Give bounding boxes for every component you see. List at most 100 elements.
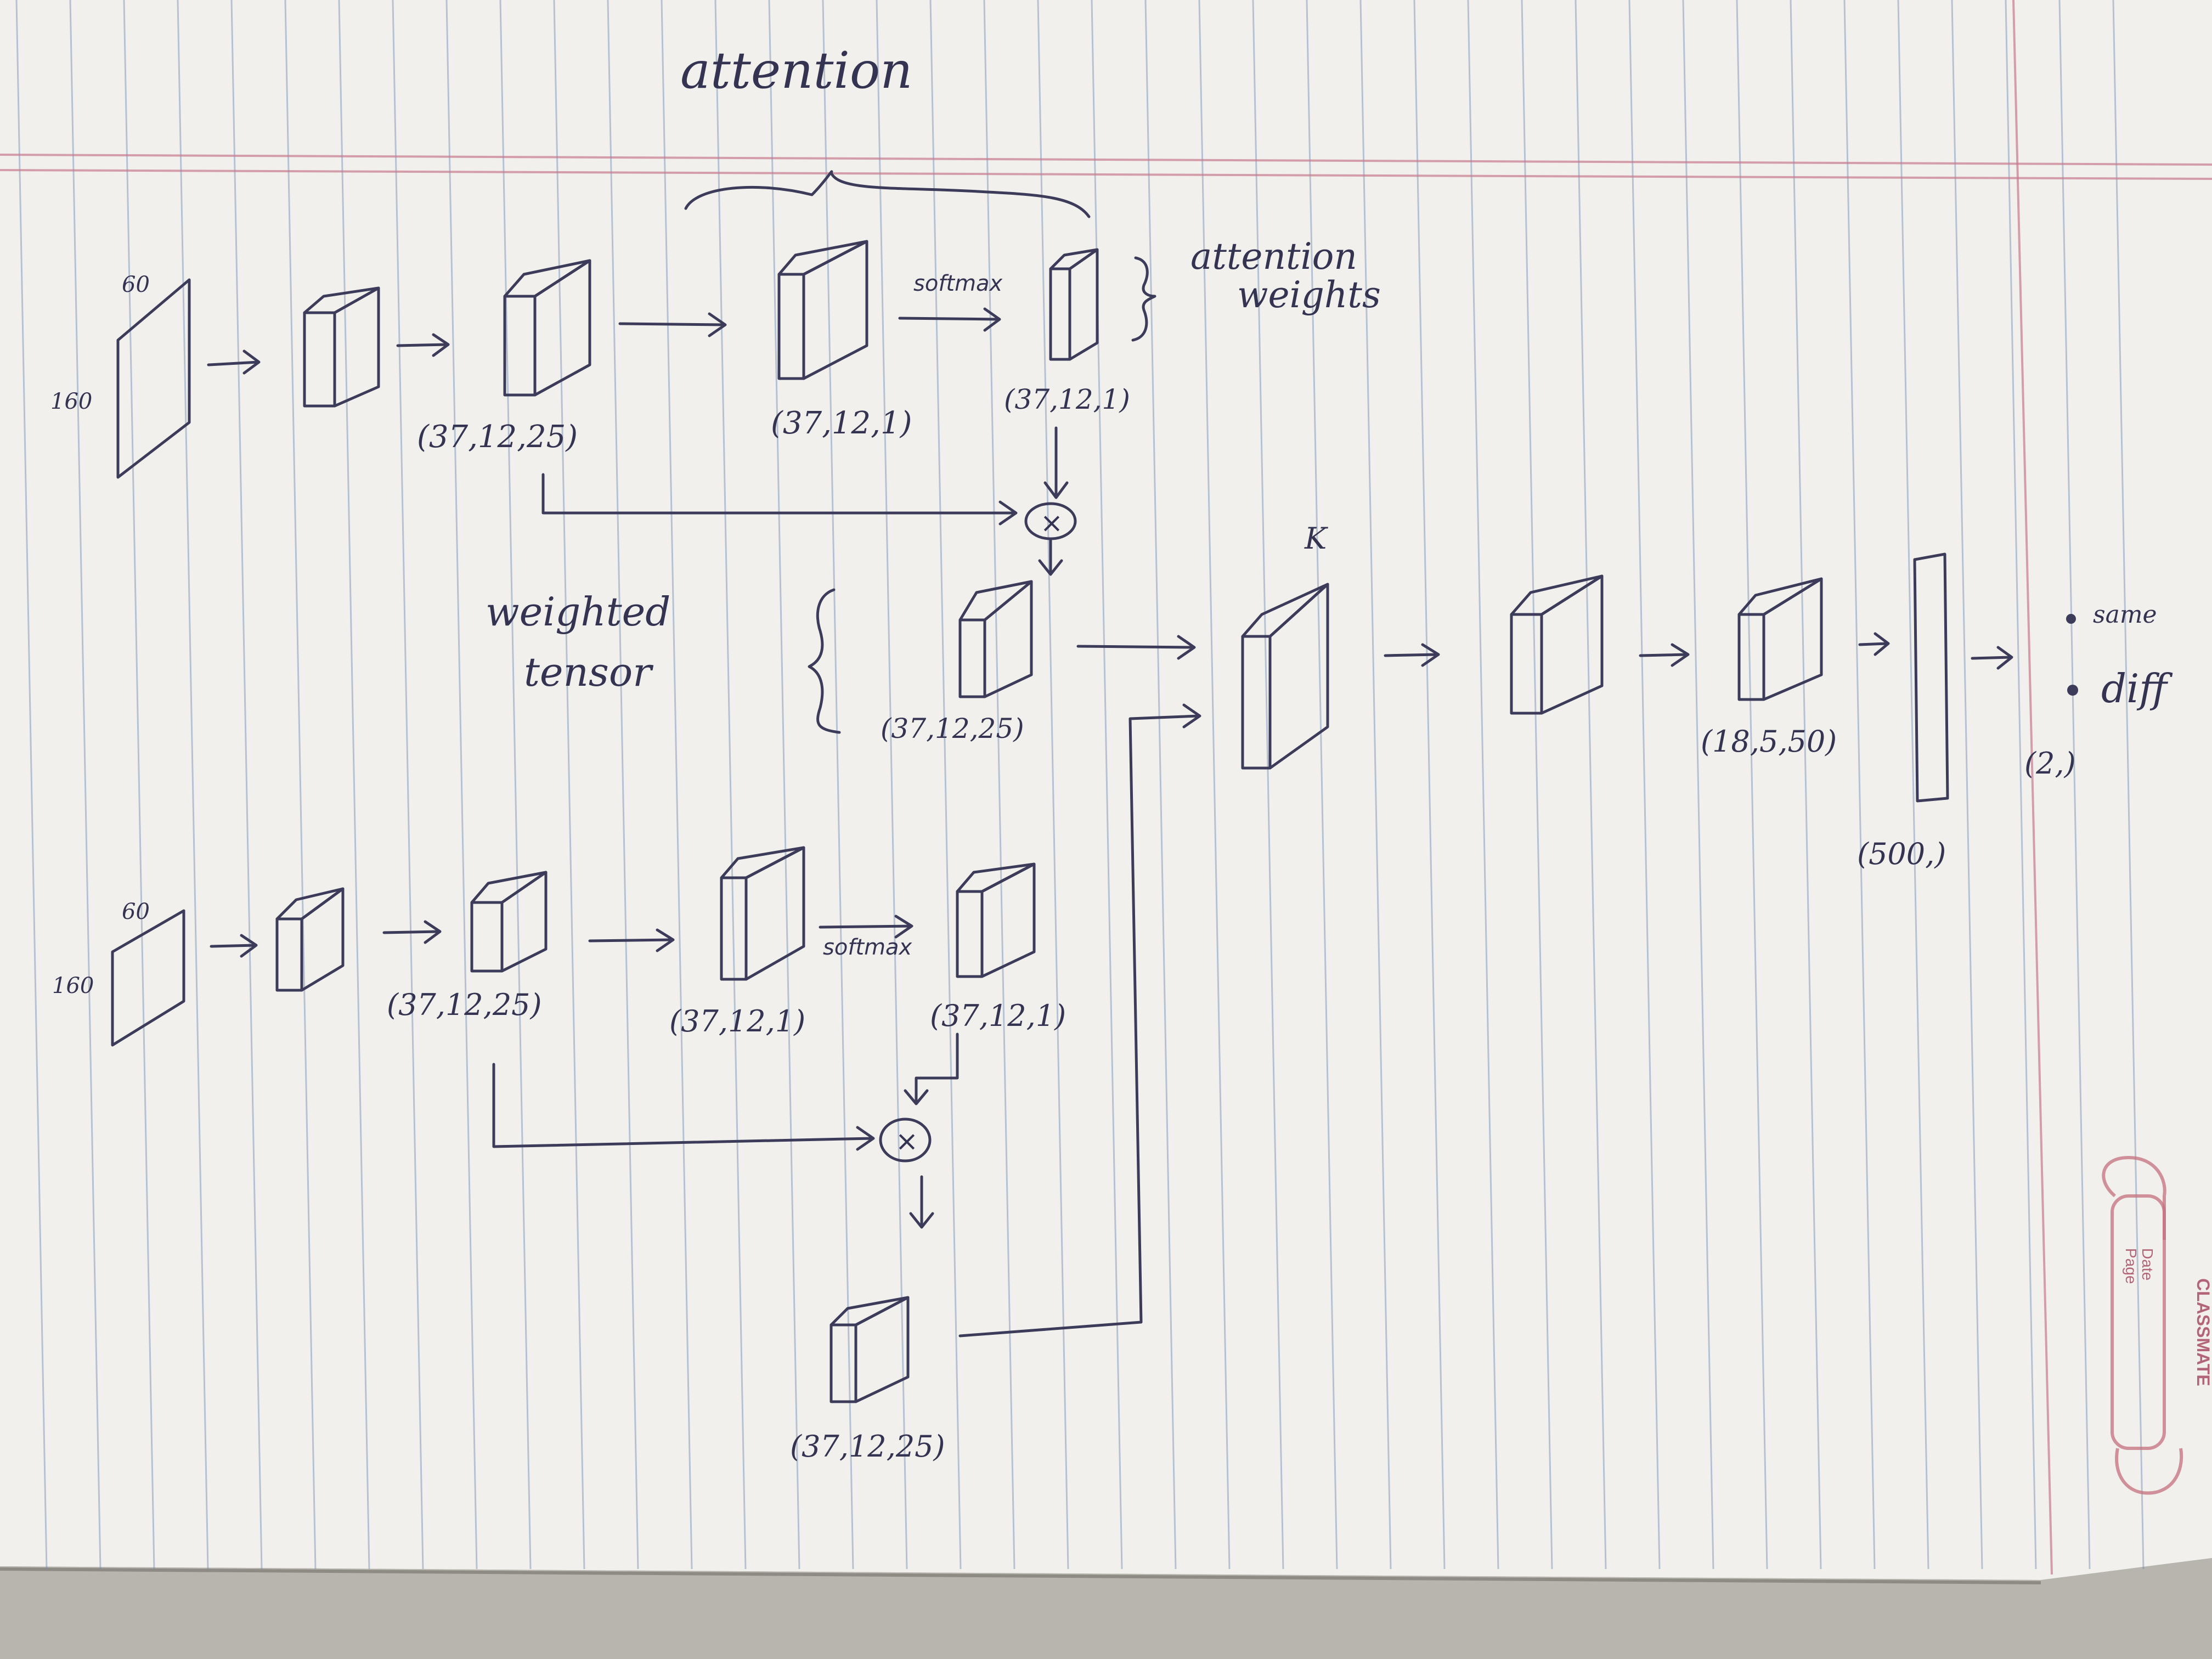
- top-multiply-symbol: ×: [1040, 507, 1063, 539]
- arrow-merge-1: [1384, 643, 1440, 667]
- ruled-line: [1306, 0, 1338, 1570]
- dense-layer-shape: (500,): [1857, 837, 1946, 871]
- ruled-line: [1843, 0, 1876, 1570]
- bottom-branch: 60 160 (37,12,25) (37,12,1) softmax: [52, 703, 1201, 1464]
- ruled-line: [338, 0, 370, 1570]
- weighted-tensor-label-1: weighted: [486, 589, 670, 635]
- ruled-line: [768, 0, 800, 1570]
- weighted-tensor-brace: [808, 588, 841, 734]
- bottom-input-width: 60: [122, 899, 150, 924]
- ruled-line: [1252, 0, 1284, 1570]
- top-softmax-label: softmax: [913, 271, 1003, 296]
- bottom-multiply-node: ×: [879, 1118, 932, 1163]
- output-class-same: same: [2093, 601, 2157, 629]
- bottom-input-height: 160: [52, 973, 94, 998]
- ruled-line: [123, 0, 155, 1570]
- top-input-width: 60: [122, 272, 150, 297]
- ruled-line: [983, 0, 1015, 1570]
- weights-brace: [1131, 256, 1156, 342]
- top-conv2-block: [503, 259, 591, 397]
- arrow-top-3: [618, 312, 727, 337]
- attention-weights-label-2: weights: [1237, 274, 1381, 316]
- top-branch: 60 160 (37,12,25) (37,12,1) softmax: [50, 235, 1381, 744]
- arrow-bottom-weights-down: [904, 1032, 959, 1105]
- top-reduce-block: [777, 240, 868, 380]
- diagram-title: attention: [680, 41, 913, 100]
- ruled-line: [1467, 0, 1499, 1570]
- arrow-top-softmax: [898, 307, 1001, 332]
- arrow-top-1: [207, 349, 261, 375]
- stamp-brand: CLASSMATE: [2193, 1278, 2212, 1386]
- ruled-line: [2058, 0, 2091, 1570]
- bottom-to-merge-connector: [958, 703, 1201, 1338]
- ruled-line: [1198, 0, 1231, 1570]
- ruled-line: [1951, 0, 1983, 1570]
- ruled-line: [177, 0, 209, 1570]
- bottom-attention-weights-block: [956, 862, 1036, 978]
- arrow-bottom-softmax: [819, 915, 913, 939]
- bottom-weights-shape: (37,12,1): [930, 998, 1066, 1033]
- top-conv-shape: (37,12,25): [417, 419, 578, 455]
- weighted-tensor-label-2: tensor: [524, 649, 653, 695]
- ruled-line: [553, 0, 585, 1570]
- ruled-line: [661, 0, 693, 1570]
- output-class-diff: diff: [2101, 665, 2173, 712]
- ruled-line: [445, 0, 478, 1570]
- ruled-line: [1897, 0, 1929, 1570]
- attention-brace: [684, 170, 1091, 218]
- top-conv1-block: [303, 286, 380, 408]
- top-weights-shape: (37,12,1): [1004, 383, 1130, 415]
- dense-layer-block: [1913, 552, 1949, 803]
- ruled-line: [1682, 0, 1714, 1570]
- arrow-merge-2: [1639, 643, 1690, 667]
- arrow-bottom-multiply-down: [909, 1175, 934, 1229]
- ruled-line: [2005, 0, 2037, 1570]
- ruled-line: [230, 0, 263, 1570]
- arrow-dense-to-output: [1971, 646, 2013, 670]
- top-multiply-node: ×: [1024, 502, 1077, 540]
- ruled-line: [714, 0, 747, 1570]
- output-shape: (2,): [2024, 746, 2076, 781]
- merged-head: K (18,5,50) (500,) same: [1076, 521, 2173, 871]
- bottom-reduce-shape: (37,12,1): [669, 1004, 805, 1039]
- ruled-line: [2112, 0, 2145, 1570]
- classmate-stamp: Date Page CLASSMATE: [2102, 1155, 2212, 1495]
- merged-conv1-block: [1241, 583, 1329, 770]
- bottom-conv2-block: [470, 871, 548, 973]
- bottom-softmax-label: softmax: [823, 935, 912, 960]
- bottom-conv-shape: (37,12,25): [387, 988, 542, 1022]
- merged-conv3-shape: (18,5,50): [1701, 724, 1837, 759]
- bottom-weighted-tensor-block: [830, 1296, 910, 1403]
- ruled-line: [1736, 0, 1768, 1570]
- bottom-input-image: 60 160: [52, 899, 185, 1047]
- attention-weights-label-1: attention: [1190, 235, 1357, 278]
- arrow-multiply-down: [1038, 539, 1063, 576]
- top-weighted-shape: (37,12,25): [881, 713, 1024, 744]
- same-bullet: [2066, 614, 2076, 624]
- stamp-date-label: Date: [2139, 1248, 2156, 1280]
- kernel-mark: K: [1304, 521, 1328, 556]
- ruled-line: [876, 0, 908, 1570]
- ruled-line: [929, 0, 962, 1570]
- ruled-line: [69, 0, 101, 1570]
- ruled-line: [607, 0, 639, 1570]
- output-classes: same diff (2,): [2024, 601, 2173, 781]
- ruled-line: [1575, 0, 1607, 1570]
- arrow-bottom-2: [382, 920, 442, 944]
- ruled-line: [1413, 0, 1446, 1570]
- ruled-line: [1359, 0, 1392, 1570]
- top-input-image: 60 160: [50, 272, 191, 479]
- merged-conv3-block: [1737, 577, 1823, 701]
- top-to-merge-arrow: [1076, 635, 1196, 660]
- merged-conv2-block: [1510, 574, 1604, 715]
- bottom-multiply-symbol: ×: [895, 1125, 918, 1157]
- diff-bullet: [2067, 685, 2078, 696]
- margin-lines: [0, 0, 2212, 1575]
- top-reduce-shape: (37,12,1): [771, 405, 912, 441]
- ruled-line: [392, 0, 424, 1570]
- bottom-reduce-block: [720, 846, 805, 981]
- ruled-line: [284, 0, 317, 1570]
